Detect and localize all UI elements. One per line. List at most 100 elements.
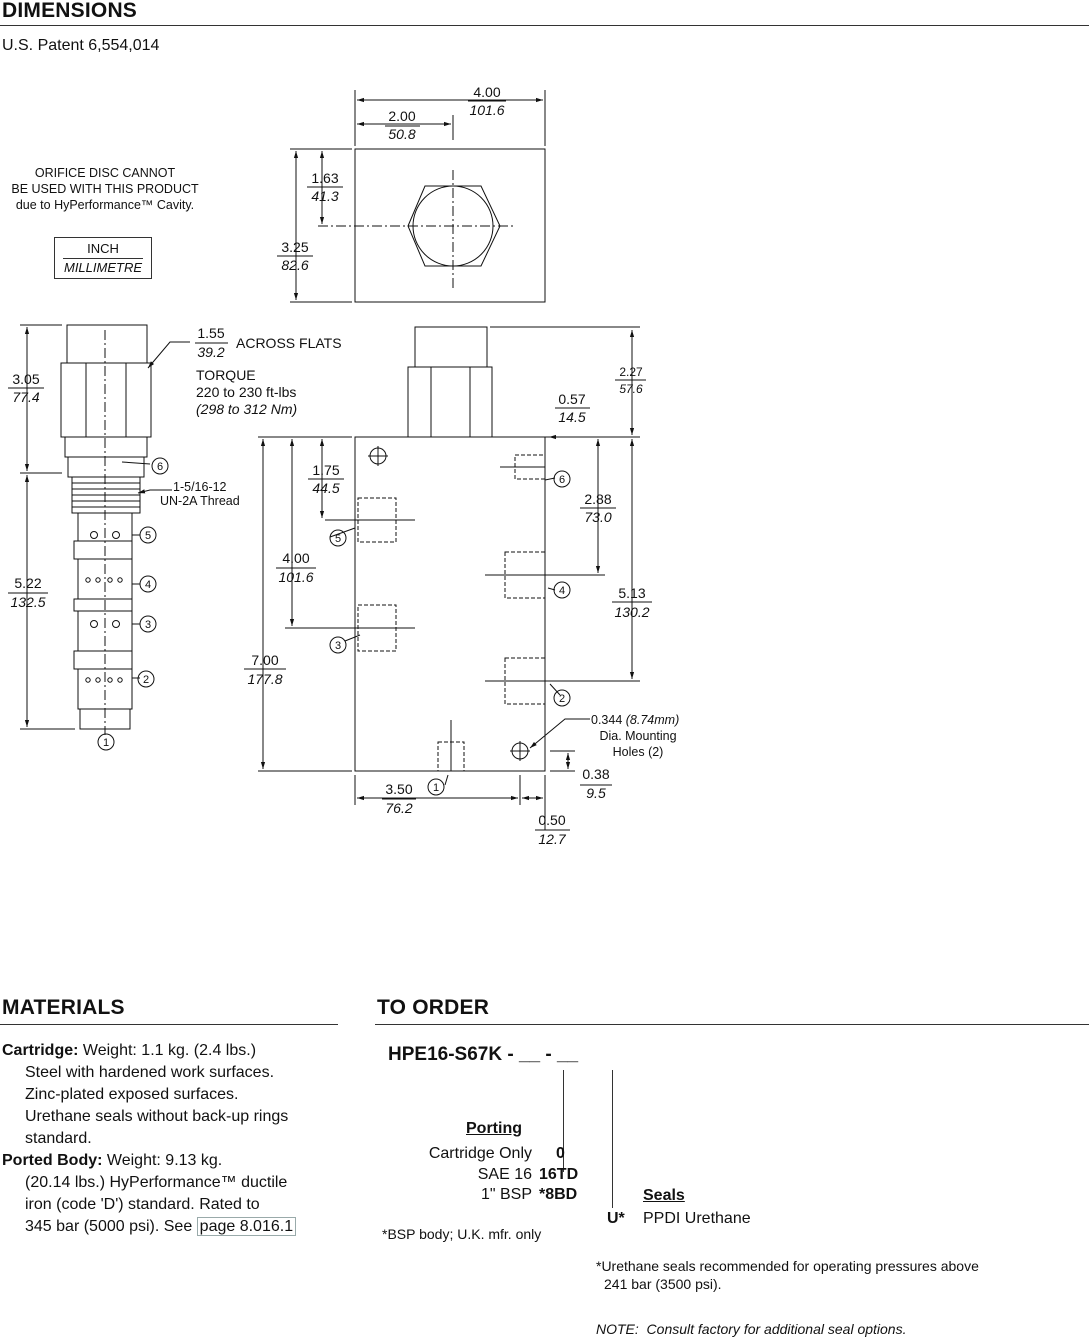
porting-label-1: SAE 16	[477, 1166, 532, 1183]
cartridge-line-3: Urethane seals without back-up rings	[25, 1108, 289, 1125]
cartridge-line-4: standard.	[25, 1130, 92, 1147]
porting-label-2: 1" BSP	[480, 1186, 532, 1203]
dim-038-in: 0.38	[582, 766, 609, 782]
materials-title: MATERIALS	[2, 996, 125, 1019]
cartridge-label: Cartridge:	[2, 1042, 79, 1059]
model-code: HPE16-S67K - __ - __	[388, 1044, 579, 1065]
cartridge-upper-in: 3.05	[12, 371, 39, 387]
porting-code-1: 16TD	[539, 1166, 579, 1183]
body-last: 345 bar (5000 psi). See	[25, 1218, 197, 1235]
cart-port-4: 4	[145, 579, 151, 591]
body-weight-line: Ported Body: Weight: 9.13 kg.	[2, 1150, 347, 1172]
body-top-ext-in: 2.27	[619, 365, 643, 379]
port-callouts	[97, 457, 571, 796]
body-line-3: 345 bar (5000 psi). See page 8.016.1	[2, 1216, 347, 1238]
porting-label-0: Cartridge Only	[428, 1145, 532, 1162]
cart-port-3: 3	[145, 619, 151, 631]
patent-text: U.S. Patent 6,554,014	[2, 37, 160, 54]
dim-050-in: 0.50	[538, 812, 565, 828]
seal-note-line-1: *Urethane seals recommended for operatin…	[596, 1258, 979, 1274]
dim-288-mm: 73.0	[584, 509, 611, 525]
seal-note-line-2: 241 bar (3500 psi).	[604, 1276, 722, 1292]
seal-code-0: U*	[607, 1210, 625, 1227]
dim-port-offset-mm: 41.3	[311, 188, 338, 204]
page-link[interactable]: page 8.016.1	[196, 1217, 297, 1236]
dim-350-in: 3.50	[385, 781, 412, 797]
dim-057-in: 0.57	[558, 391, 585, 407]
dimensions-title: DIMENSIONS	[2, 0, 138, 22]
cartridge-weight-line: Cartridge: Weight: 1.1 kg. (2.4 lbs.)	[2, 1040, 347, 1062]
orifice-note-line-3: due to HyPerformance™ Cavity.	[15, 198, 195, 212]
hex-size-mm: 39.2	[197, 344, 224, 360]
dim-700-in: 7.00	[251, 652, 278, 668]
body-weight: Weight: 9.13 kg.	[102, 1152, 223, 1169]
dim-288-in: 2.88	[584, 491, 611, 507]
dim-513-in: 5.13	[618, 585, 645, 601]
hole-size-mm: (8.74mm)	[626, 713, 679, 727]
hole-note-line-3: Holes (2)	[613, 745, 664, 759]
seals-line	[612, 1070, 613, 1208]
cart-port-2: 2	[143, 674, 149, 686]
dim-050-mm: 12.7	[538, 831, 566, 847]
porting-line	[563, 1070, 564, 1172]
dim-038-mm: 9.5	[586, 785, 606, 801]
seal-note: *Urethane seals recommended for operatin…	[596, 1257, 979, 1293]
body-port-2: 2	[559, 693, 565, 705]
body-line-2: iron (code 'D') standard. Rated to	[25, 1196, 260, 1213]
orifice-note: ORIFICE DISC CANNOT BE USED WITH THIS PR…	[0, 165, 210, 213]
cartridge-upper-mm: 77.4	[12, 389, 39, 405]
hole-size: 0.344 (8.74mm)	[591, 713, 679, 727]
dimension-drawings: 4.00 101.6 2.00 50.8 1.63 41.3 3.25 82.6…	[8, 84, 679, 847]
materials-rule	[0, 1024, 338, 1025]
dim-height-mm: 82.6	[281, 257, 308, 273]
dim-175-in: 1.75	[312, 462, 339, 478]
torque-range: 220 to 230 ft-lbs	[196, 384, 296, 400]
seals-header: Seals	[643, 1187, 685, 1204]
porting-header: Porting	[466, 1120, 522, 1137]
dim-width-in: 4.00	[473, 84, 500, 100]
porting-code-0: 0	[556, 1145, 565, 1162]
body-port-6: 6	[559, 474, 565, 486]
orifice-note-line-1: ORIFICE DISC CANNOT	[34, 166, 176, 180]
hole-note-line-2: Dia. Mounting	[599, 729, 676, 743]
dimensions-rule	[0, 25, 1089, 26]
dim-057-mm: 14.5	[558, 409, 585, 425]
thread-line-2: UN-2A Thread	[160, 494, 240, 508]
porting-code-2: *8BD	[539, 1186, 578, 1203]
cart-port-1: 1	[103, 737, 109, 749]
cartridge-drawing	[60, 324, 152, 735]
unit-inch: INCH	[63, 240, 143, 259]
unit-millimetre: MILLIMETRE	[63, 260, 142, 275]
factory-note: NOTE: Consult factory for additional sea…	[596, 1321, 907, 1337]
to-order-rule	[375, 1024, 1089, 1025]
cartridge-line-2: Zinc-plated exposed surfaces.	[25, 1086, 239, 1103]
hex-size-in: 1.55	[197, 325, 224, 341]
dim-350-mm: 76.2	[385, 800, 412, 816]
dim-half-width-mm: 50.8	[388, 126, 415, 142]
body-port-4: 4	[559, 585, 565, 597]
orifice-note-line-2: BE USED WITH THIS PRODUCT	[11, 182, 199, 196]
dim-width-mm: 101.6	[469, 102, 504, 118]
dim-half-width-in: 2.00	[388, 108, 415, 124]
body-top-ext-mm: 57.6	[619, 382, 643, 396]
seal-label-0: PPDI Urethane	[643, 1210, 751, 1227]
body-port-1: 1	[433, 782, 439, 794]
body-line-1: (20.14 lbs.) HyPerformance™ ductile	[25, 1174, 288, 1191]
hole-size-in: 0.344	[591, 713, 622, 727]
body-drawing	[285, 326, 546, 772]
cart-port-6: 6	[157, 461, 163, 473]
to-order-title: TO ORDER	[377, 996, 490, 1019]
cartridge-line-1: Steel with hardened work surfaces.	[25, 1064, 275, 1081]
dim-175-mm: 44.5	[312, 480, 339, 496]
body-port-3: 3	[335, 640, 341, 652]
cartridge-lower-in: 5.22	[14, 575, 41, 591]
unit-legend-box: INCH MILLIMETRE	[54, 237, 152, 279]
body-label: Ported Body:	[2, 1152, 103, 1169]
cart-port-5: 5	[145, 530, 151, 542]
dim-400-in: 4.00	[282, 550, 309, 566]
cartridge-weight: Weight: 1.1 kg. (2.4 lbs.)	[78, 1042, 257, 1059]
fraction-bars	[8, 100, 652, 831]
dim-400-mm: 101.6	[278, 569, 313, 585]
across-flats-label: ACROSS FLATS	[236, 335, 342, 351]
dim-height-in: 3.25	[281, 239, 308, 255]
